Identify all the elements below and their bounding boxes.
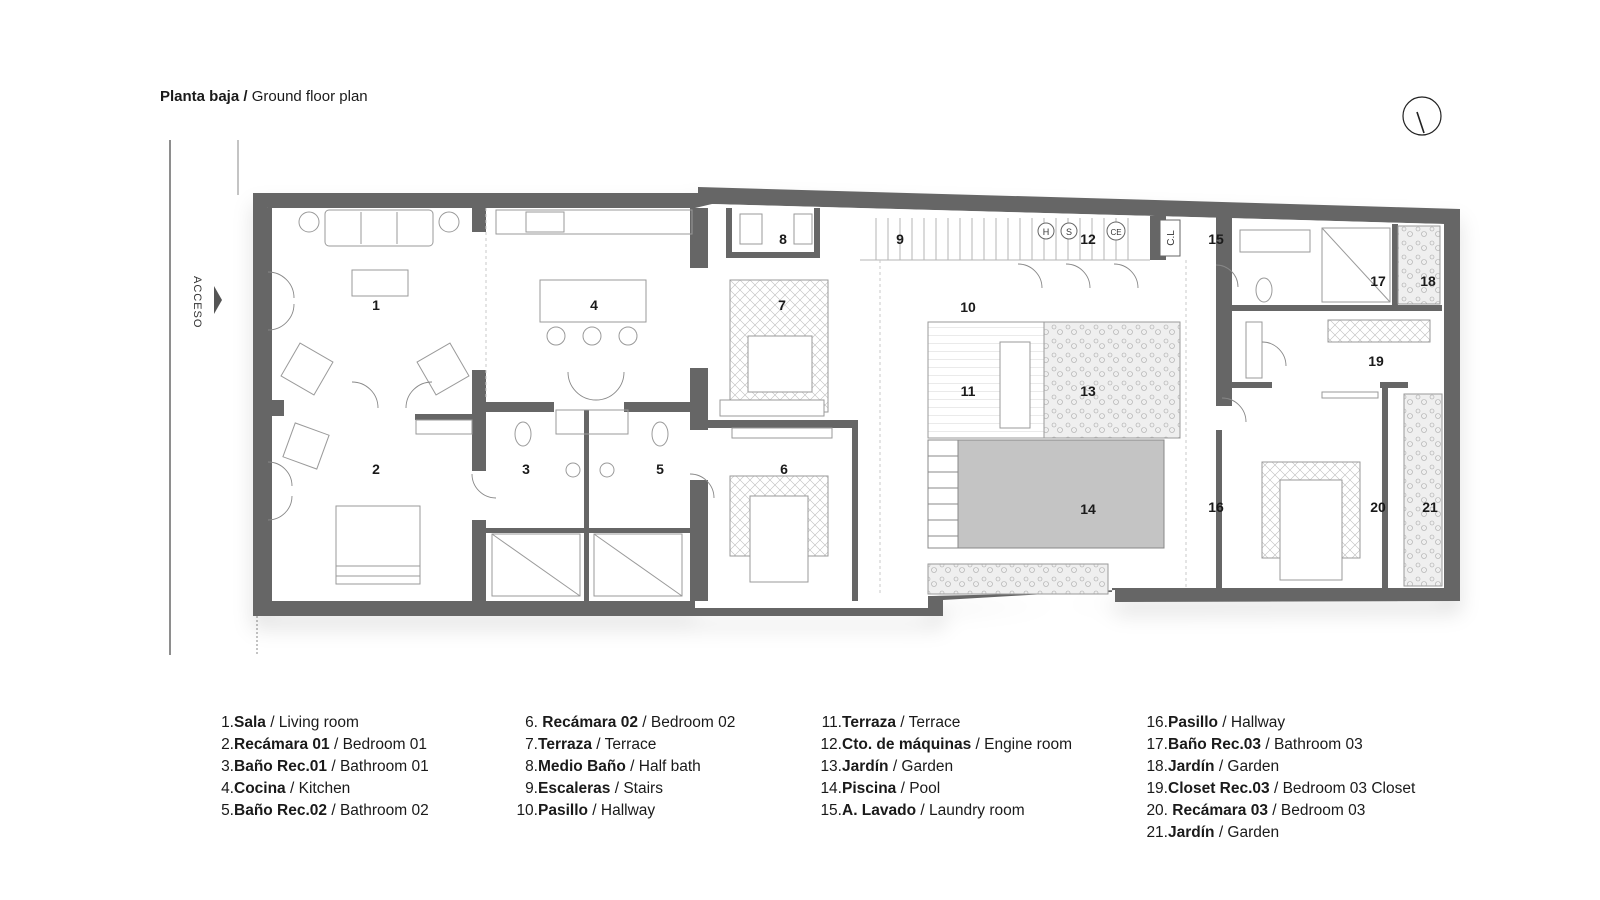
room-number: 15: [1208, 231, 1224, 247]
legend-item: 6. Recámara 02 / Bedroom 02: [525, 714, 736, 731]
room-number: 10: [960, 299, 976, 315]
legend-item: 5.Baño Rec.02 / Bathroom 02: [221, 802, 429, 819]
room-number: 18: [1420, 273, 1436, 289]
room-number: 21: [1422, 499, 1438, 515]
room-number: 16: [1208, 499, 1224, 515]
fixture-ce: CE: [1110, 228, 1121, 237]
legend-column-4: 16.Pasillo / Hallway 17.Baño Rec.03 / Ba…: [1142, 712, 1415, 844]
room-number: 5: [656, 461, 664, 477]
legend-item: 7.Terraza / Terrace: [525, 736, 657, 753]
room-number: 1: [372, 297, 380, 313]
plan-title-bold: Planta baja /: [160, 88, 248, 105]
room-number: 11: [961, 383, 976, 399]
legend-item: 20. Recámara 03 / Bedroom 03: [1146, 802, 1366, 819]
room-number: 3: [522, 461, 530, 477]
fixture-labels: C.L H S CE: [1037, 219, 1181, 257]
north-arrow-icon: [1402, 96, 1442, 136]
legend-item: 1.Sala / Living room: [221, 714, 359, 731]
legend-item: 19.Closet Rec.03 / Bedroom 03 Closet: [1146, 780, 1416, 797]
legend-item: 15.A. Lavado / Laundry room: [820, 802, 1025, 819]
access-label: ACCESO: [191, 276, 203, 328]
room-number: 14: [1080, 501, 1096, 517]
door-swings: [267, 263, 1287, 521]
legend-item: 12.Cto. de máquinas / Engine room: [820, 736, 1072, 753]
legend-item: 2.Recámara 01 / Bedroom 01: [221, 736, 428, 753]
room-number: 9: [896, 231, 904, 247]
plan-title: Planta baja / Ground floor plan: [160, 88, 368, 105]
legend-item: 14.Piscina / Pool: [820, 780, 941, 797]
legend-column-1: 1.Sala / Living room 2.Recámara 01 / Bed…: [208, 712, 429, 822]
room-number: 17: [1370, 273, 1386, 289]
room-number: 12: [1080, 231, 1096, 247]
fixture-s: S: [1066, 227, 1072, 237]
room-number: 8: [779, 231, 787, 247]
legend-item: 9.Escaleras / Stairs: [525, 780, 663, 797]
legend-item: 13.Jardín / Garden: [820, 758, 954, 775]
legend-column-2: 6. Recámara 02 / Bedroom 02 7.Terraza / …: [512, 712, 735, 822]
legend-item: 10.Pasillo / Hallway: [516, 802, 656, 819]
access-arrow-icon: [214, 286, 222, 314]
room-numbers: 1 2 3 4 5 6 7 8 9 10 11 12 13 14 15 16 1…: [372, 231, 1438, 517]
legend-item: 16.Pasillo / Hallway: [1146, 714, 1286, 731]
legend-item: 3.Baño Rec.01 / Bathroom 01: [221, 758, 429, 775]
room-number: 6: [780, 461, 788, 477]
room-number: 20: [1370, 499, 1386, 515]
legend-column-3: 11.Terraza / Terrace 12.Cto. de máquinas…: [816, 712, 1072, 822]
plan-title-regular: Ground floor plan: [251, 88, 368, 105]
room-number: 2: [372, 461, 380, 477]
legend-item: 18.Jardín / Garden: [1146, 758, 1280, 775]
fixture-h: H: [1043, 227, 1050, 237]
interior-walls: [268, 208, 1442, 601]
room-number: 13: [1080, 383, 1096, 399]
room-number: 4: [590, 297, 598, 313]
legend-item: 4.Cocina / Kitchen: [221, 780, 351, 797]
legend-item: 17.Baño Rec.03 / Bathroom 03: [1146, 736, 1363, 753]
furniture: [280, 208, 1443, 597]
room-number: 7: [778, 297, 786, 313]
legend-item: 21.Jardín / Garden: [1146, 824, 1280, 841]
fixture-cl: C.L: [1166, 230, 1177, 246]
legend-item: 11.Terraza / Terrace: [821, 714, 961, 731]
room-number: 19: [1368, 353, 1384, 369]
legend-item: 8.Medio Baño / Half bath: [525, 758, 701, 775]
